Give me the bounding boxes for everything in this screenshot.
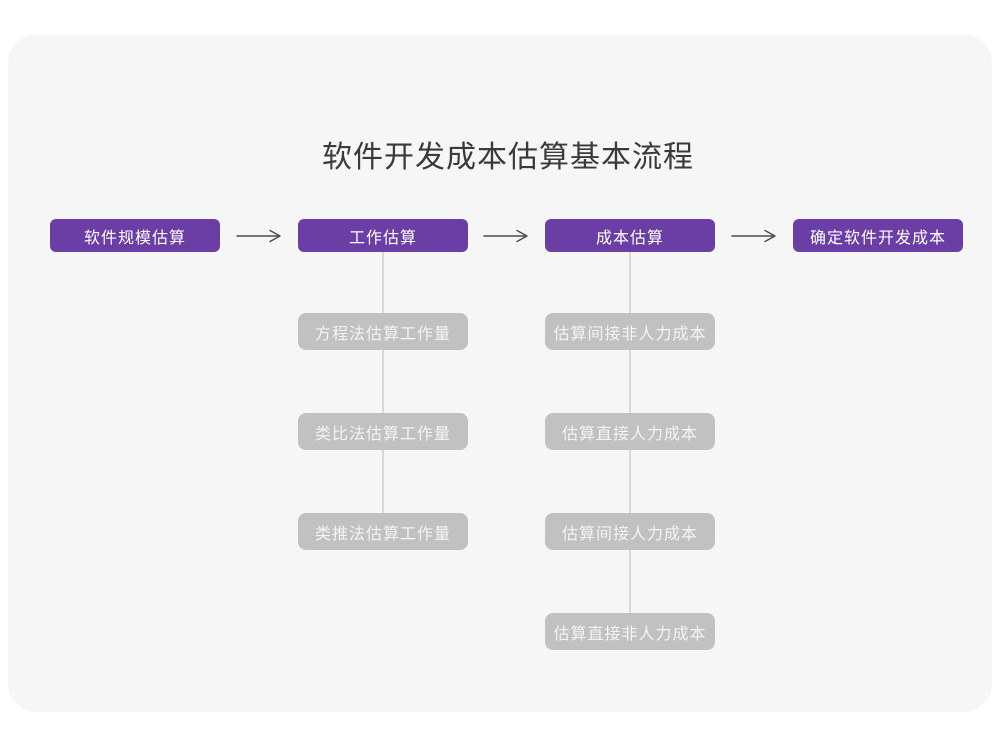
sub-step-box-equation-method: 方程法估算工作量	[298, 313, 468, 350]
sub-step-box-analogy-method: 类比法估算工作量	[298, 413, 468, 450]
arrow-right-icon	[483, 229, 528, 243]
sub-step-box-direct-nonlabor-cost: 估算直接非人力成本	[545, 613, 715, 650]
flowchart-card: 软件开发成本估算基本流程 软件规模估算 工作估算 成本估算 确定软件开发成本 方…	[8, 35, 992, 712]
step-box-work-estimation: 工作估算	[298, 219, 468, 252]
step-box-determine-development-cost: 确定软件开发成本	[793, 219, 963, 252]
sub-step-box-extrapolation-method: 类推法估算工作量	[298, 513, 468, 550]
sub-step-box-direct-labor-cost: 估算直接人力成本	[545, 413, 715, 450]
page-title: 软件开发成本估算基本流程	[322, 141, 694, 174]
step-box-cost-estimation: 成本估算	[545, 219, 715, 252]
step-box-software-scale-estimation: 软件规模估算	[50, 219, 220, 252]
sub-step-box-indirect-labor-cost: 估算间接人力成本	[545, 513, 715, 550]
connector-line-work-estimation	[382, 252, 384, 532]
sub-step-box-indirect-nonlabor-cost: 估算间接非人力成本	[545, 313, 715, 350]
arrow-right-icon	[236, 229, 281, 243]
arrow-right-icon	[731, 229, 776, 243]
